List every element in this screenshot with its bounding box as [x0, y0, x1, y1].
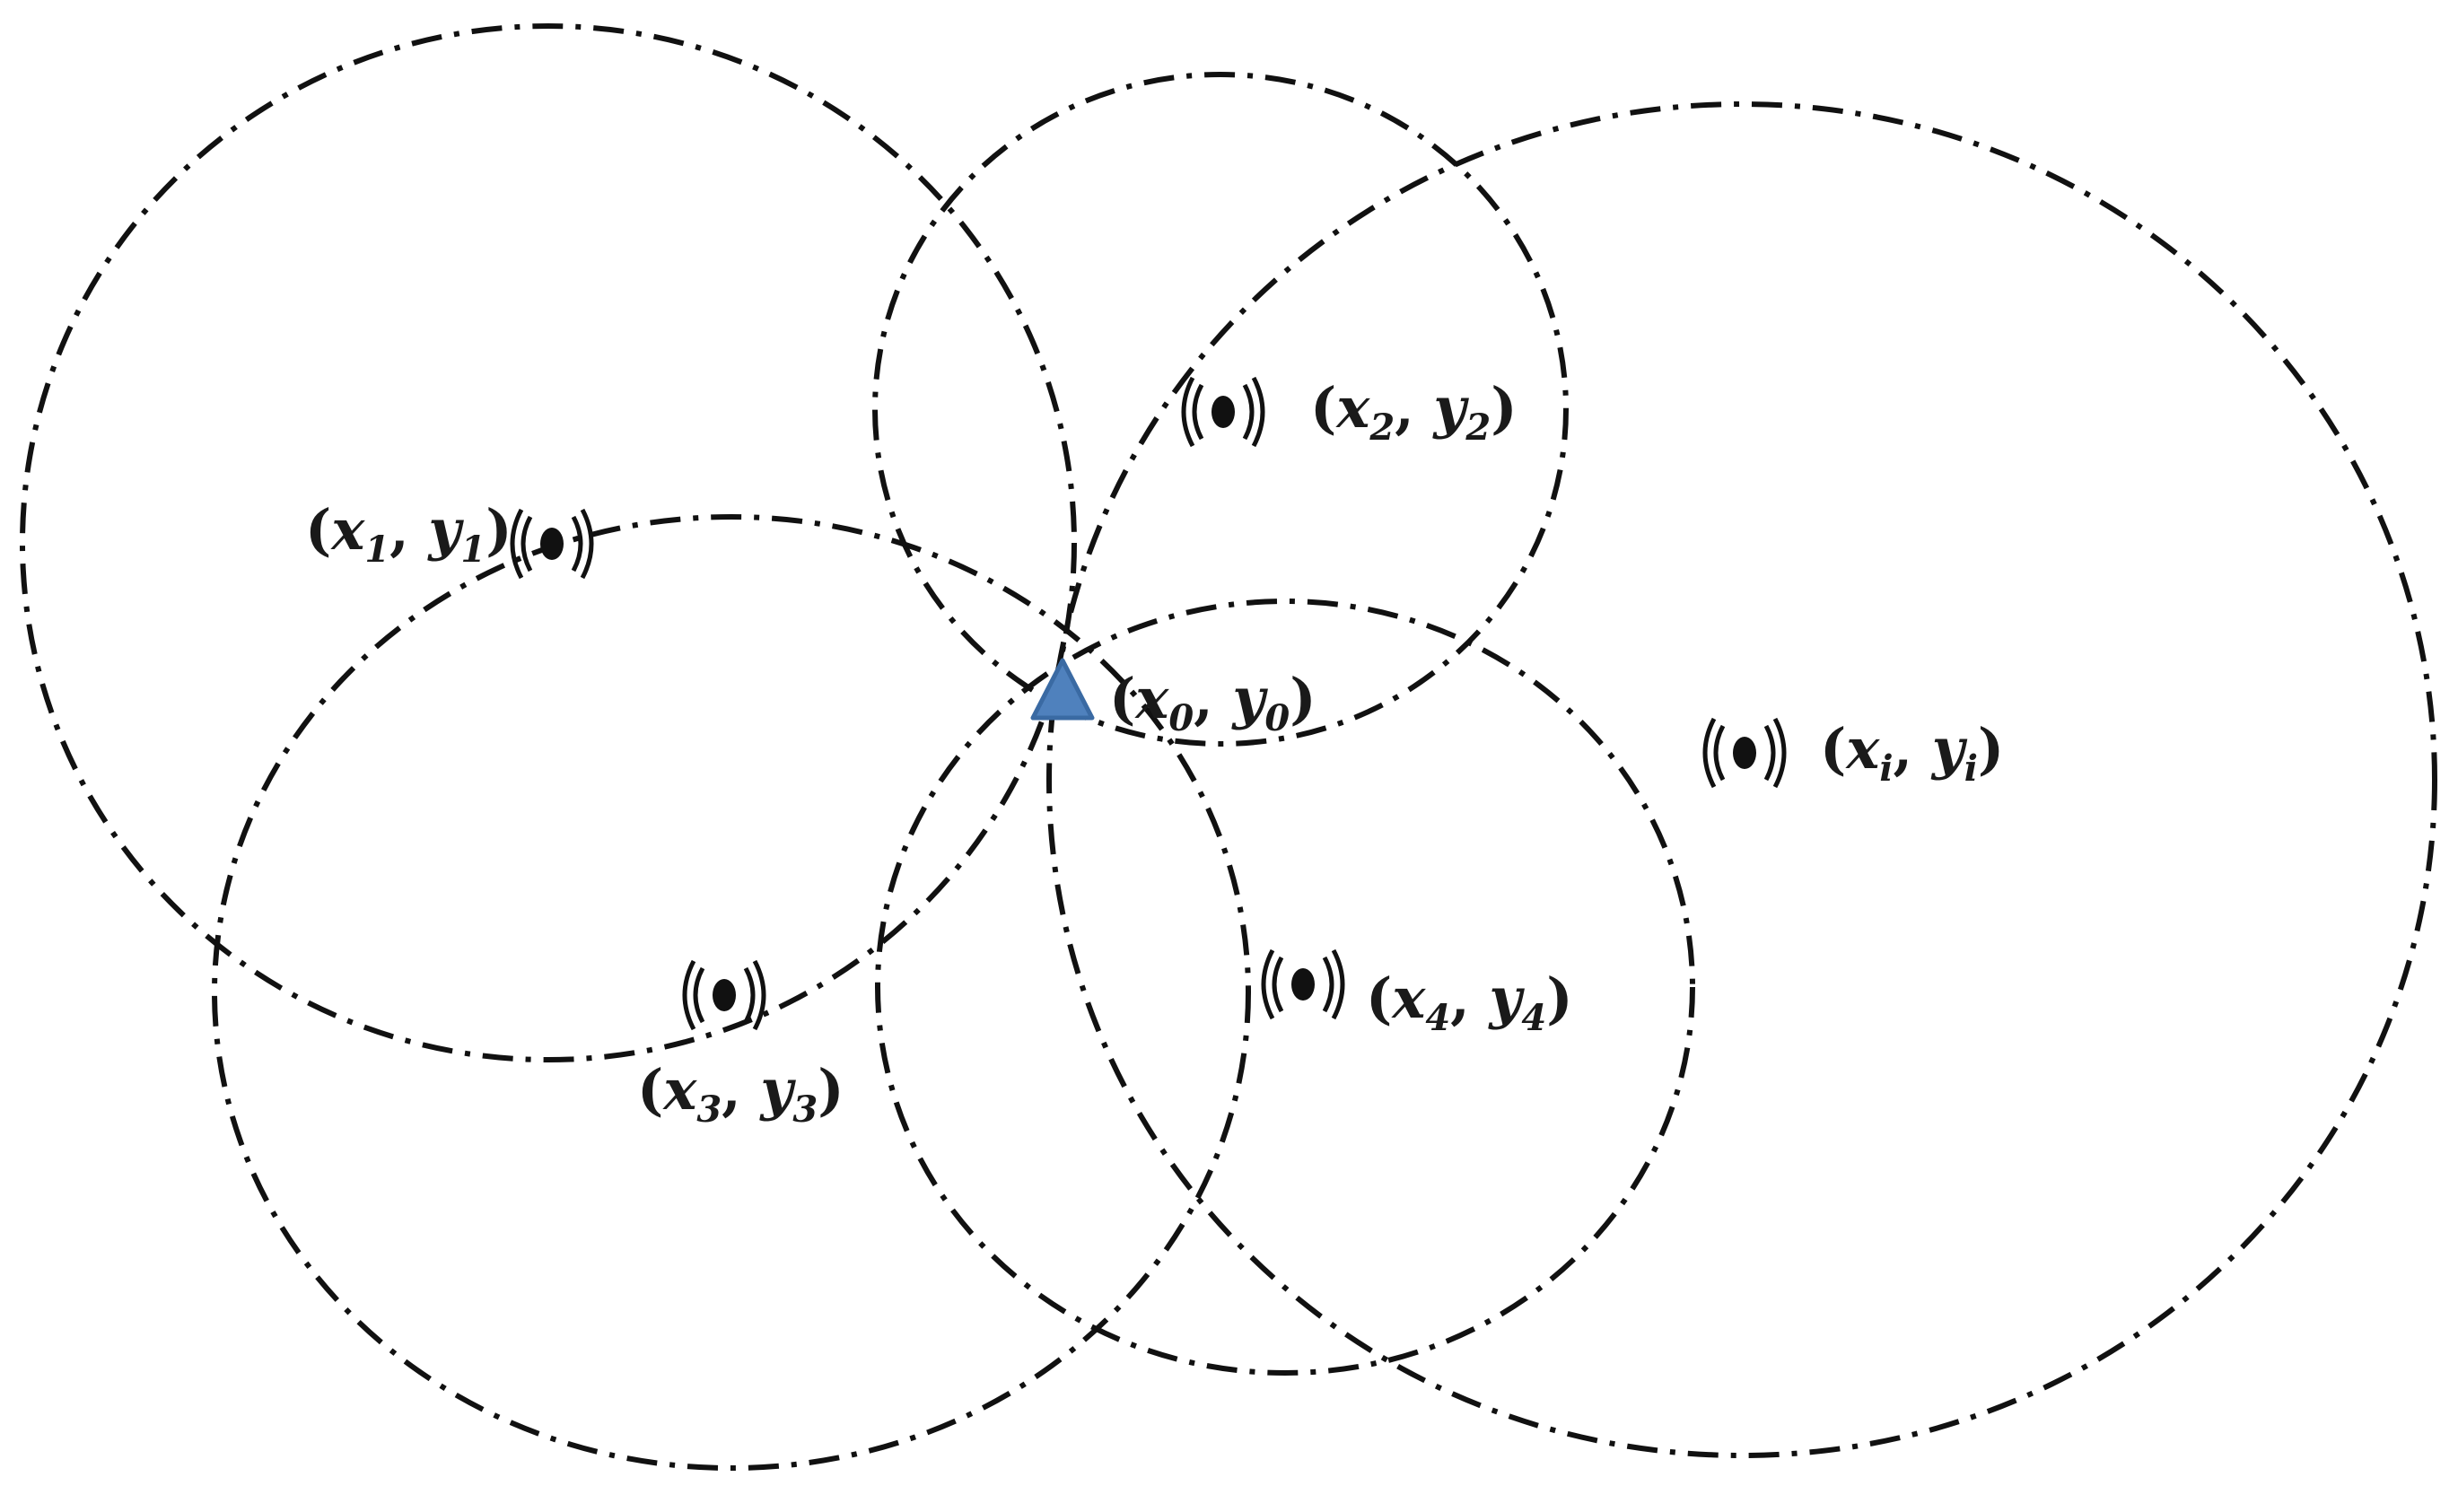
radio-transmitter-icon — [1181, 376, 1265, 448]
radio-transmitter-icon — [682, 959, 766, 1031]
range-circle-3 — [212, 514, 1251, 1471]
anchor-3-label: (x3, y3) — [637, 1057, 844, 1131]
radio-transmitter-icon — [1261, 948, 1345, 1020]
radio-transmitter-icon — [510, 508, 594, 580]
coordinate-labels: (x0, y0) (x1, y1) (x2, y2) (x3, y3) (x4,… — [305, 375, 2004, 1131]
radio-transmitter-icon — [1702, 717, 1787, 789]
target-label: (x0, y0) — [1109, 666, 1316, 739]
anchor-4-label: (x4, y4) — [1366, 966, 1573, 1039]
anchor-icons — [510, 376, 1787, 1031]
anchor-1-label: (x1, y1) — [305, 497, 512, 571]
anchor-i-label: (xi, yi) — [1820, 716, 2004, 790]
anchor-2-label: (x2, y2) — [1310, 375, 1518, 449]
range-circle-i — [1046, 101, 2437, 1458]
target-triangle-icon — [1030, 658, 1095, 721]
range-circles — [20, 23, 2437, 1471]
range-circle-4 — [875, 599, 1695, 1376]
range-circle-2 — [872, 72, 1569, 747]
range-circle-1 — [20, 23, 1077, 1062]
